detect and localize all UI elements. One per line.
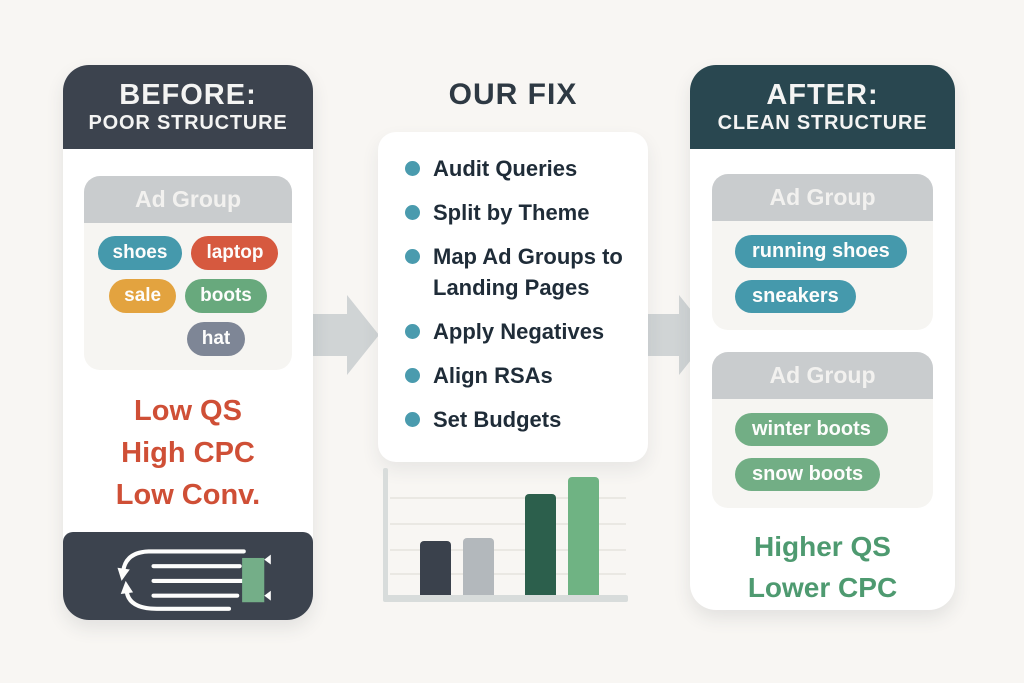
bullet-dot-icon	[405, 205, 420, 220]
metric-line: Lower CPC	[747, 572, 898, 603]
bullet-dot-icon	[405, 161, 420, 176]
checklist-item: Apply Negatives	[405, 316, 630, 347]
chart-x-axis	[383, 595, 628, 602]
metric-line: Higher QS	[754, 531, 891, 562]
ad-group-label: Ad Group	[712, 352, 933, 399]
metric-line: Low QS	[134, 395, 242, 427]
metric-line: High CPC	[121, 437, 255, 469]
after-keyword-tags-2: winter boots snow boots	[712, 399, 933, 508]
chart-y-axis	[383, 468, 388, 600]
restructure-icon	[117, 549, 271, 611]
after-ad-group-card-2: Ad Group winter boots snow boots	[712, 352, 933, 508]
bullet-dot-icon	[405, 249, 420, 264]
checklist-item: Align RSAs	[405, 360, 630, 391]
keyword-pill: running shoes	[735, 235, 907, 268]
checklist-item-label: Split by Theme	[433, 200, 590, 225]
checklist-item-label: Audit Queries	[433, 156, 578, 181]
keyword-pill: sale	[109, 279, 177, 313]
checklist-item: Set Budgets	[405, 404, 630, 435]
after-ad-group-card-1: Ad Group running shoes sneakers	[712, 174, 933, 330]
chart-gridline	[390, 497, 626, 499]
arrow-right-icon	[311, 295, 379, 375]
checklist-item: Split by Theme	[405, 197, 630, 228]
checklist-item-label: Apply Negatives	[433, 319, 605, 344]
before-keyword-tags: shoes laptop sale boots hat	[84, 223, 292, 370]
keyword-pill: shoes	[97, 236, 183, 270]
mini-bar-chart-bars	[420, 477, 599, 595]
keyword-pill: boots	[185, 279, 267, 313]
checklist-item: Audit Queries	[405, 153, 630, 184]
bullet-dot-icon	[405, 324, 420, 339]
chart-bar	[525, 493, 556, 595]
checklist-item: Map Ad Groups to Landing Pages	[405, 241, 630, 303]
ad-group-label: Ad Group	[84, 176, 292, 223]
before-metrics: Low QS High CPC Low Conv.	[63, 390, 313, 516]
keyword-pill: sneakers	[735, 280, 856, 313]
after-header: AFTER: CLEAN STRUCTURE	[690, 65, 955, 149]
after-panel: AFTER: CLEAN STRUCTURE Ad Group running …	[690, 65, 955, 610]
before-title: BEFORE:	[119, 79, 257, 111]
keyword-pill: hat	[186, 322, 246, 356]
chart-gridline	[390, 573, 626, 575]
before-footer	[63, 532, 313, 620]
chart-gridline	[390, 523, 626, 525]
keyword-pill: laptop	[191, 236, 279, 270]
chart-bar	[420, 540, 451, 595]
before-header: BEFORE: POOR STRUCTURE	[63, 65, 313, 149]
after-keyword-tags-1: running shoes sneakers	[712, 221, 933, 330]
before-subtitle: POOR STRUCTURE	[88, 112, 288, 134]
keyword-pill: winter boots	[735, 413, 888, 446]
keyword-pill: snow boots	[735, 458, 881, 491]
arrow-head	[347, 295, 379, 375]
before-ad-group-card: Ad Group shoes laptop sale boots hat	[84, 176, 292, 370]
ad-group-label: Ad Group	[712, 174, 933, 221]
after-subtitle: CLEAN STRUCTURE	[717, 112, 928, 134]
after-metrics: Higher QS Lower CPC	[690, 526, 955, 608]
arrow-shaft	[643, 314, 679, 356]
chart-bar	[463, 538, 494, 595]
arrow-shaft	[311, 314, 347, 356]
fix-title: OUR FIX	[448, 78, 578, 111]
chart-bar	[568, 477, 599, 595]
checklist-item-label: Set Budgets	[433, 407, 562, 432]
checklist-item-label: Map Ad Groups to Landing Pages	[433, 244, 623, 300]
bullet-dot-icon	[405, 412, 420, 427]
fix-checklist-card: Audit Queries Split by Theme Map Ad Grou…	[378, 132, 648, 462]
bullet-dot-icon	[405, 368, 420, 383]
metric-line: Low Conv.	[115, 479, 261, 511]
chart-gridline	[390, 549, 626, 551]
mini-bar-chart	[378, 462, 634, 604]
before-panel: BEFORE: POOR STRUCTURE Ad Group shoes la…	[63, 65, 313, 620]
checklist-item-label: Align RSAs	[433, 363, 553, 388]
after-title: AFTER:	[766, 79, 879, 111]
